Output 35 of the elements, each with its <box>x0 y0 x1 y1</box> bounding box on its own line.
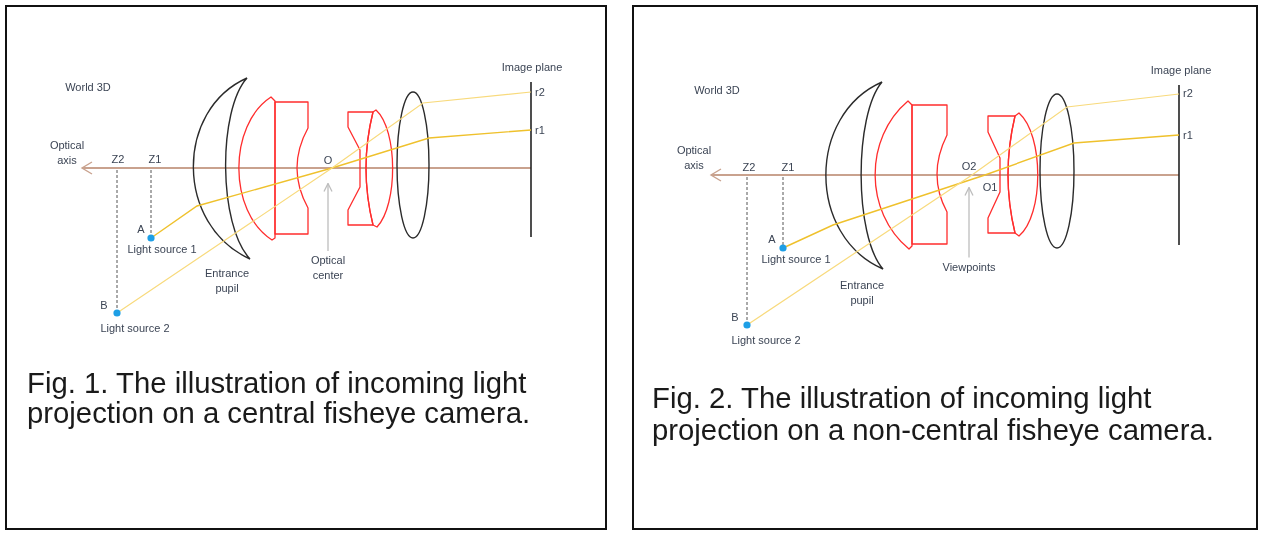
figure-panel <box>5 5 607 530</box>
point-label: r2 <box>535 84 545 100</box>
point-label: B <box>100 297 108 313</box>
lens-label: Entrance pupil <box>839 278 885 308</box>
figure-panel <box>632 5 1258 530</box>
point-label: r1 <box>1183 127 1193 143</box>
annotation-label: Viewpoints <box>942 259 996 275</box>
point-label: A <box>137 221 145 237</box>
point-label: Z2 <box>111 151 125 167</box>
source-label: Light source 1 <box>761 251 831 267</box>
point-label: O2 <box>961 158 977 174</box>
point-label: Z2 <box>742 159 756 175</box>
point-label: O1 <box>982 179 998 195</box>
point-label: Z1 <box>781 159 795 175</box>
region-label: World 3D <box>694 82 740 98</box>
plane-label: Image plane <box>1150 62 1212 78</box>
lens-label: Entrance pupil <box>204 266 250 296</box>
leader-arrow <box>323 182 333 252</box>
source-label: Light source 2 <box>731 332 801 348</box>
leader-arrow <box>964 186 974 259</box>
source-label: Light source 1 <box>127 241 197 257</box>
point-label: r2 <box>1183 85 1193 101</box>
annotation-label: Optical center <box>305 253 351 283</box>
region-label: World 3D <box>65 79 111 95</box>
point-label: B <box>731 309 739 325</box>
figure-caption: Fig. 1. The illustration of incoming light projection on a central fisheye camera. <box>27 368 532 428</box>
figure-caption: Fig. 2. The illustration of incoming light projection on a non-central fisheye camera. <box>652 382 1215 446</box>
point-label: r1 <box>535 122 545 138</box>
axis-label: Optical axis <box>675 143 713 173</box>
axis-label: Optical axis <box>48 138 86 168</box>
point-label: O <box>323 152 333 168</box>
source-label: Light source 2 <box>100 320 170 336</box>
plane-label: Image plane <box>501 59 563 75</box>
point-label: A <box>768 231 776 247</box>
point-label: Z1 <box>148 151 162 167</box>
